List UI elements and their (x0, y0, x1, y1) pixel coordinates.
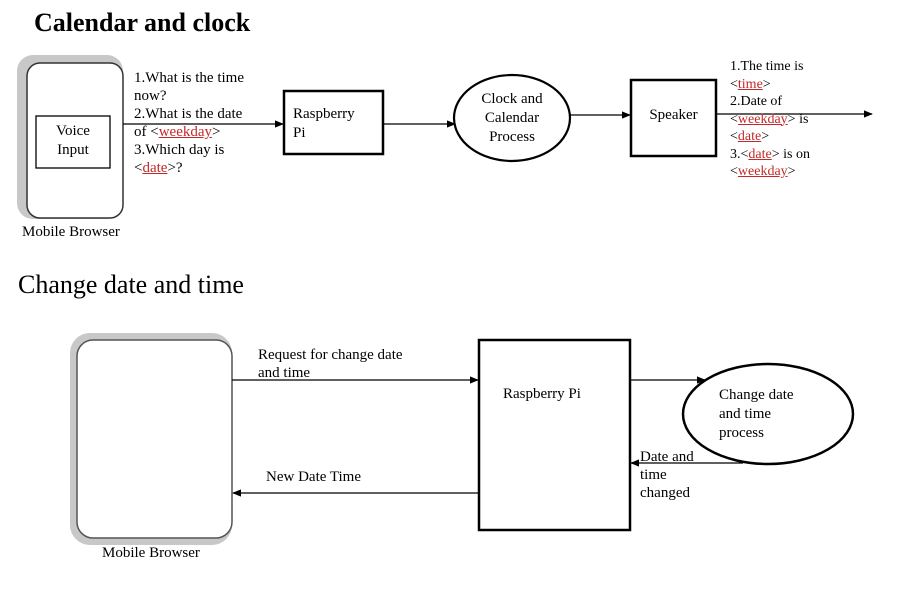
raspberry-label-1: Raspberry Pi (293, 105, 355, 143)
answer-weekday-tag: weekday (737, 111, 788, 127)
new-date-time-label: New Date Time (266, 469, 361, 485)
question-line-6: <date>? (134, 159, 244, 177)
raspberry-box-1 (282, 89, 385, 156)
change-process-line2: and time (719, 406, 772, 422)
question-date-open: < (134, 160, 143, 176)
process-ellipse-2 (681, 362, 855, 466)
answer-time: <time> (730, 76, 771, 92)
speaker-label: Speaker (649, 107, 698, 123)
answer-date: <date> (730, 129, 770, 144)
voice-input-label: Voice Input (36, 122, 110, 160)
raspberry-label-2: Raspberry Pi (503, 386, 581, 402)
request-label: Request for change date and time (258, 346, 403, 382)
answer-weekday-tag-2: weekday (737, 164, 788, 179)
voice-input-box (35, 115, 111, 169)
section-title-calendar-clock: Calendar and clock (34, 8, 251, 37)
process-line1: Clock and (481, 91, 543, 107)
answer-line3-prefix: 3.< (730, 146, 749, 162)
answer-date-tag: date (737, 129, 762, 144)
section-title-change-date-time: Change date and time (18, 270, 244, 299)
answer-line-1: 1.The time is (730, 59, 804, 74)
answer-date-tag-2: date (748, 146, 772, 162)
question-date-close: >? (167, 160, 183, 176)
phone-frame-2 (76, 339, 233, 539)
question-line-4: of <weekday> (134, 123, 244, 141)
changed-line2: time (640, 467, 667, 483)
question-line-1: 1.What is the time (134, 70, 244, 86)
process-line3: Process (489, 129, 535, 145)
changed-line3: changed (640, 485, 690, 501)
question-weekday-tag: weekday (158, 124, 213, 140)
device-caption-1: Mobile Browser (22, 224, 120, 240)
answer-time-tag: time (737, 76, 763, 92)
question-line-3: 2.What is the date (134, 106, 243, 122)
speaker-box (629, 78, 718, 158)
device-caption-2: Mobile Browser (102, 545, 200, 561)
question-weekday-open: of < (134, 124, 159, 140)
answer-line-2: 2.Date of (730, 94, 783, 109)
process-ellipse-1 (452, 73, 572, 163)
question-line-5: 3.Which day is (134, 142, 225, 158)
request-line2: and time (258, 365, 311, 381)
process-line2: Calendar (484, 110, 540, 126)
question-weekday-close: > (212, 124, 221, 140)
question-line-2: now? (134, 88, 167, 104)
change-process-line3: process (719, 425, 764, 441)
request-line1: Request for change date (258, 347, 403, 363)
raspberry-box-2 (477, 338, 632, 532)
changed-line1: Date and (640, 449, 694, 465)
answer-line-3: 3.<date> is on (730, 146, 810, 164)
questions-text: 1.What is the time now? 2.What is the da… (134, 69, 244, 177)
change-process-label: Change date and time process (683, 386, 853, 443)
change-process-line1: Change date (719, 387, 794, 403)
voice-input-line1: Voice (56, 123, 90, 139)
answer-weekday: <weekday> is (730, 111, 809, 127)
answer-line3-suffix: > is on (771, 146, 810, 162)
answers-text: 1.The time is <time> 2.Date of <weekday>… (730, 58, 810, 181)
answer-is: is (799, 111, 809, 127)
voice-input-line2: Input (57, 142, 89, 158)
raspberry-line1: Raspberry (293, 106, 355, 122)
answer-weekday-2: <weekday> (730, 164, 796, 179)
changed-label: Date and time changed (640, 448, 694, 502)
question-date-tag: date (142, 160, 168, 176)
raspberry-line2: Pi (293, 125, 306, 141)
process-label-1: Clock and Calendar Process (454, 90, 570, 147)
